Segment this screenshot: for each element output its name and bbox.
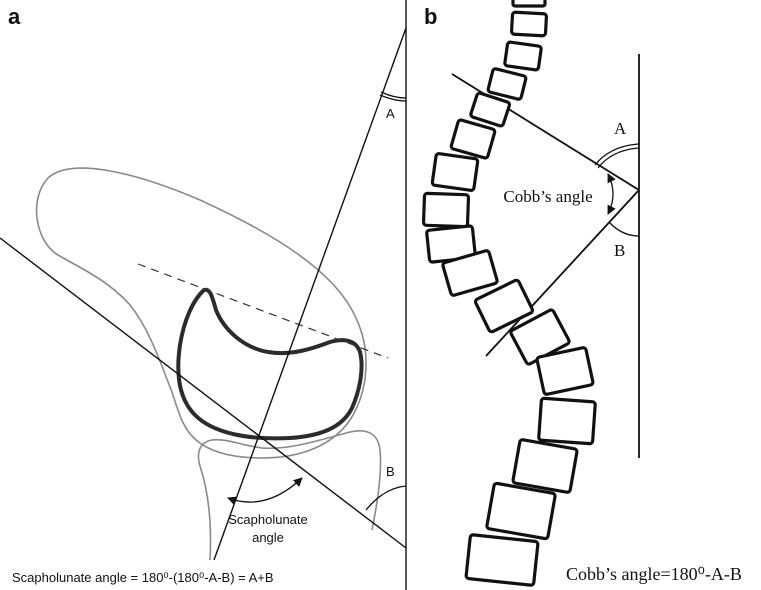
angle-a-arc-outer [380,91,407,99]
vertebra [469,91,512,128]
radius-outline [197,430,382,561]
panel-b-letter: b [424,4,437,29]
vertebra [464,533,540,587]
spine-vertebrae [421,0,597,587]
angle-a-label: A [386,106,395,121]
cobbs-angle-arrow [607,173,616,215]
dashed-axis-line [137,263,389,359]
vertebra [486,67,528,101]
cobb-angle-b-arc [608,221,640,237]
vertebra [449,118,497,160]
vertebra [537,396,597,446]
tangent-line [0,237,407,549]
scapholunate-formula: Scapholunate angle = 180⁰-(180⁰-A-B) = A… [12,570,274,585]
cobb-angle-a-arc-outer [594,143,640,166]
vertebra [485,481,557,541]
cobbs-angle-formula: Cobb’s angle=180⁰-A-B [566,564,742,584]
angle-a-arc-inner [379,94,407,102]
panel-a-letter: a [8,4,21,29]
vertebra [511,0,547,8]
scapholunate-angle-label-line1: Scapholunate [228,512,308,527]
panel-a: a A B Scapholunate angle Scapholunate an… [0,0,407,590]
vertebra [421,191,471,229]
cobb-angle-a-label: A [614,119,627,138]
cobbs-angle-label: Cobb’s angle [503,187,592,206]
lower-endplate-line [485,189,640,357]
scaphoid-outline [35,167,367,459]
vertebra [441,249,499,297]
panel-b: b A [421,0,742,587]
vertebra [511,438,579,494]
scapholunate-angle-arrow [227,477,303,506]
cobb-angle-a-arc-inner [597,147,640,169]
angle-b-label: B [386,464,395,479]
vertebra [473,278,535,334]
vertebra [430,152,480,192]
lunate-outline [176,287,364,441]
vertebra [503,40,543,72]
vertebra [510,10,548,38]
angle-b-arc [365,485,407,511]
scapholunate-angle-label-line2: angle [252,530,284,545]
scaphoid-axis-line [213,27,407,561]
cobb-angle-b-label: B [614,241,625,260]
vertebra [535,346,595,396]
